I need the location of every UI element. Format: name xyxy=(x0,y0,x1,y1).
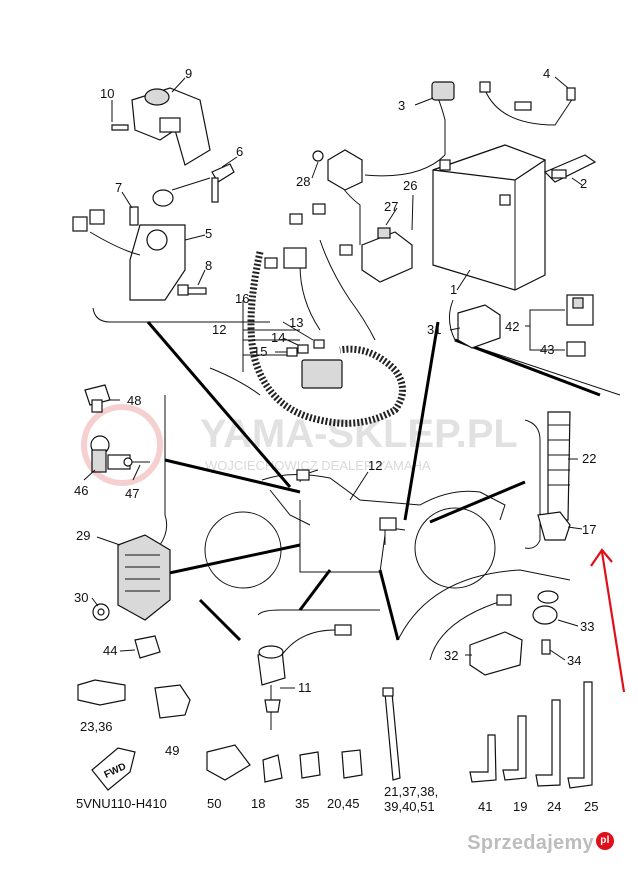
part-label-39-40-51: 39,40,51 xyxy=(384,799,435,814)
forward-indicator: FWD xyxy=(91,747,136,791)
part-label-15: 15 xyxy=(253,344,267,359)
part-labels: 9 10 6 7 5 8 3 4 2 1 26 27 28 31 42 43 1… xyxy=(74,66,598,814)
part-label-13: 13 xyxy=(289,315,303,330)
watermark-subtitle: WOJCIECHOWICZ DEALER YAMAHA xyxy=(205,458,431,473)
brand-name: Sprzedajemy xyxy=(467,832,594,854)
part-label-29: 29 xyxy=(76,528,90,543)
label-leaders xyxy=(83,76,583,689)
part-label-48: 48 xyxy=(127,393,141,408)
part-label-23-36: 23,36 xyxy=(80,719,113,734)
part-label-27: 27 xyxy=(384,199,398,214)
watermark-title: YAMA-SKLEP.PL xyxy=(200,412,518,456)
part-label-19: 19 xyxy=(513,799,527,814)
red-pointer-arrow xyxy=(590,548,626,693)
battery-group xyxy=(364,81,597,291)
brand-dot-icon: pl xyxy=(596,832,614,850)
part-label-24: 24 xyxy=(547,799,561,814)
part-label-21-37-38: 21,37,38, xyxy=(384,784,438,799)
part-label-28: 28 xyxy=(296,174,310,189)
rectifier-group xyxy=(92,534,171,659)
part-label-31: 31 xyxy=(427,322,441,337)
motorcycle-outline xyxy=(204,473,506,589)
part-label-47: 47 xyxy=(125,486,139,501)
part-label-17: 17 xyxy=(582,522,596,537)
left-connector-group xyxy=(84,384,150,473)
part-label-18: 18 xyxy=(251,796,265,811)
part-label-1: 1 xyxy=(450,282,457,297)
relay-group xyxy=(312,149,594,357)
part-label-16: 16 xyxy=(235,291,249,306)
main-switch-group xyxy=(72,87,235,301)
part-label-30: 30 xyxy=(74,590,88,605)
part-label-25: 25 xyxy=(584,799,598,814)
part-label-43: 43 xyxy=(540,342,554,357)
part-label-35: 35 xyxy=(295,796,309,811)
leader-lines xyxy=(146,321,601,642)
part-label-42: 42 xyxy=(505,319,519,334)
part-label-4: 4 xyxy=(543,66,550,81)
part-label-2: 2 xyxy=(580,176,587,191)
part-label-34: 34 xyxy=(567,653,581,668)
part-label-26: 26 xyxy=(403,178,417,193)
part-label-12-top: 12 xyxy=(212,322,226,337)
fwd-arrow-icon xyxy=(91,747,136,791)
part-label-50: 50 xyxy=(207,796,221,811)
diagram-code: 5VNU110-H410 xyxy=(76,796,167,811)
part-label-20-45: 20,45 xyxy=(327,796,360,811)
part-label-3: 3 xyxy=(398,98,405,113)
part-label-22: 22 xyxy=(582,451,596,466)
part-label-14: 14 xyxy=(271,330,285,345)
part-label-10: 10 xyxy=(100,86,114,101)
main-wire-harness xyxy=(209,203,406,545)
part-label-33: 33 xyxy=(580,619,594,634)
part-label-8: 8 xyxy=(205,258,212,273)
part-label-41: 41 xyxy=(478,799,492,814)
part-label-46: 46 xyxy=(74,483,88,498)
part-label-11: 11 xyxy=(298,680,312,695)
part-label-32: 32 xyxy=(444,648,458,663)
part-label-5: 5 xyxy=(205,226,212,241)
part-label-7: 7 xyxy=(115,180,122,195)
part-label-6: 6 xyxy=(236,144,243,159)
part-label-49: 49 xyxy=(165,743,179,758)
watermark-logo-icon xyxy=(81,404,163,486)
clip-tie-group xyxy=(77,411,593,789)
part-label-44: 44 xyxy=(103,643,117,658)
part-label-12-center: 12 xyxy=(368,458,382,473)
watermark: YAMA-SKLEP.PL WOJCIECHOWICZ DEALER YAMAH… xyxy=(81,404,518,486)
sensor-group xyxy=(257,590,559,730)
part-label-9: 9 xyxy=(185,66,192,81)
